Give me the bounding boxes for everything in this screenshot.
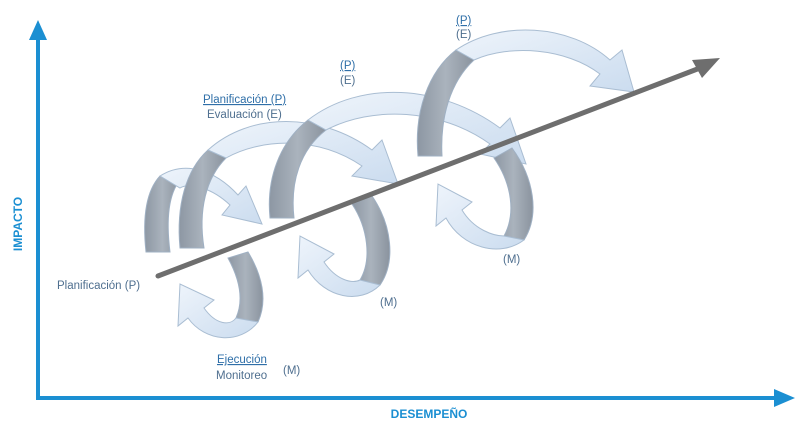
exec-m-label: (M): [283, 365, 300, 377]
cycle-2-front-band: [351, 195, 391, 286]
cycle-3-top-arrow: [307, 91, 527, 165]
plan-eval-bottom-label: Evaluación (E): [207, 109, 282, 121]
plan-eval-top-label: Planificación (P): [203, 94, 286, 106]
exec-bottom-label: Monitoreo: [216, 370, 267, 382]
x-axis: [36, 389, 795, 407]
top-p-label: (P): [456, 15, 472, 27]
x-axis-label: DESEMPEÑO: [391, 406, 468, 421]
cycle-2-back-band: [178, 149, 227, 249]
cycle-1-back-band: [144, 175, 181, 253]
cycle-3: [268, 91, 527, 219]
m-mid-label: (M): [380, 297, 397, 309]
cycle-1-bottom-arrow: [177, 283, 259, 339]
cycle-1-front-band: [227, 251, 264, 323]
cycle-4-front-band: [493, 147, 534, 241]
cycle-4: [416, 29, 635, 250]
top-e-label: (E): [456, 29, 472, 41]
m-right-label: (M): [503, 254, 520, 266]
exec-top-label: Ejecución: [217, 354, 267, 366]
x-axis-arrowhead: [774, 389, 795, 407]
cycle-2-bottom-arrow: [297, 235, 381, 297]
mid-p-label: (P): [340, 60, 356, 72]
y-axis-arrowhead: [29, 20, 47, 40]
trend-arrow: [155, 58, 720, 279]
cycle-4-bottom-arrow: [435, 183, 526, 250]
y-axis-label: IMPACTO: [11, 197, 25, 251]
mid-e-label: (E): [340, 75, 356, 87]
start-label: Planificación (P): [57, 280, 140, 292]
cycle-4-top-arrow: [455, 29, 635, 93]
cycle-1: [144, 167, 264, 339]
trend-arrowhead: [692, 58, 720, 78]
cycle-4-back-band: [416, 49, 475, 157]
y-axis: [29, 20, 47, 400]
